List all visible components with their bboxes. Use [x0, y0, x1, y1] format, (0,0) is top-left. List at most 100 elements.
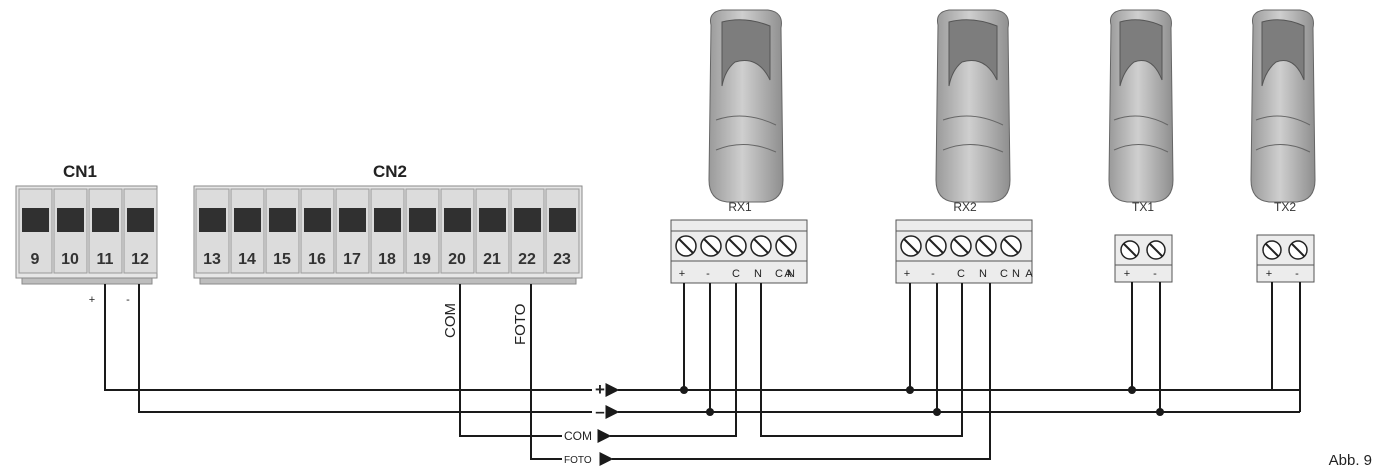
cn1-cell: 10 [53, 188, 88, 274]
com-wire-from-rx1 [597, 283, 737, 443]
screw-icon [1000, 235, 1022, 257]
cn1-cell: 12 [123, 188, 158, 274]
rx2-label: RX2 [953, 200, 977, 214]
foto-wire-from-rx2 [599, 283, 991, 466]
cn1-terminal-number: 9 [31, 251, 40, 268]
screw-icon [925, 235, 947, 257]
screw-icon [700, 235, 722, 257]
screw-icon [675, 235, 697, 257]
foto-wire-from-cn2 [530, 284, 562, 460]
cn2-terminal-number: 13 [203, 251, 221, 268]
rx1-terminal-label: N [754, 268, 762, 280]
tx2-terminal-label: + [1266, 268, 1272, 280]
com-wire-from-cn2 [459, 284, 562, 437]
rx1-terminal-label-extra: A [784, 268, 792, 280]
screw-icon [950, 235, 972, 257]
cn2-terminal-number: 17 [343, 251, 361, 268]
screw-icon [775, 235, 797, 257]
screw-icon [1120, 240, 1140, 260]
junction-dot [933, 408, 941, 416]
cn2-terminal-number: 18 [378, 251, 396, 268]
cn2-terminal-number: 16 [308, 251, 326, 268]
cn2-terminal-number: 21 [483, 251, 501, 268]
cn2-cell: 15 [265, 188, 300, 274]
photocell-rx2-body [935, 9, 1011, 203]
tx2-terminal-label: - [1295, 268, 1299, 280]
minus-bus-label: – [595, 402, 604, 421]
screw-icon [1262, 240, 1282, 260]
rx1-terminal-label: C [732, 268, 740, 280]
cn1-cell: 11 [88, 188, 123, 274]
cn2-terminal-number: 14 [238, 251, 256, 268]
figure-caption: Abb. 9 [1328, 452, 1372, 469]
rx1-terminal-block: + - C N C N A [670, 219, 808, 284]
plus-bus-label: + [595, 380, 605, 399]
tx2-label: TX2 [1274, 200, 1296, 214]
cn2-terminal-number: 15 [273, 251, 291, 268]
cn2-terminal-number: 19 [413, 251, 431, 268]
rx2-terminal-label: - [931, 268, 935, 280]
cn2-terminal-number: 23 [553, 251, 571, 268]
cn1-terminal-block: CN1 9 10 11 12 [15, 162, 158, 285]
cn2-cell: 20 [440, 188, 475, 274]
cn2-cell: 21 [475, 188, 510, 274]
foto-bus-label: FOTO [564, 455, 592, 466]
tx2-terminal-block: + - [1256, 234, 1315, 283]
rx1-rx2-link-wire [760, 283, 963, 437]
cn2-cell: 22 [510, 188, 545, 274]
cn2-cell: 14 [230, 188, 265, 274]
screw-icon [725, 235, 747, 257]
cn2-terminal-number: 22 [518, 251, 536, 268]
rx1-terminal-label: N [787, 268, 795, 280]
rx2-terminal-label: + [904, 268, 910, 280]
cn1-cell: 9 [18, 188, 53, 274]
cn2-cell: 18 [370, 188, 405, 274]
cn1-terminal-number: 11 [97, 251, 114, 268]
rx2-terminal-label: A [1025, 268, 1033, 280]
junction-dot [1156, 408, 1164, 416]
wiring [104, 282, 1301, 466]
rx1-terminal-label: C [775, 268, 783, 280]
screw-icon [750, 235, 772, 257]
cn2-terminal-block: CN2 13 14 15 16 17 18 19 20 21 22 23 [193, 162, 583, 285]
tx1-terminal-label: - [1153, 268, 1157, 280]
rx2-terminal-label: N [1012, 268, 1020, 280]
screw-icon [975, 235, 997, 257]
junction-dot [680, 386, 688, 394]
rx2-terminal-block: + - C N C N A [895, 219, 1033, 284]
cn2-cell: 19 [405, 188, 440, 274]
rx2-terminal-label: N [979, 268, 987, 280]
tx1-label: TX1 [1132, 200, 1154, 214]
junction-dot [906, 386, 914, 394]
tx1-terminal-block: + - [1114, 234, 1173, 283]
cn1-label: CN1 [63, 162, 97, 181]
screw-icon [1288, 240, 1308, 260]
cn1-terminal-number: 10 [61, 251, 79, 268]
rx1-terminal-label: - [706, 268, 710, 280]
rx1-label: RX1 [728, 200, 752, 214]
cn1-terminal-number: 12 [131, 251, 149, 268]
rx2-terminal-label: C [957, 268, 965, 280]
plus-wire-from-cn1 [104, 284, 592, 391]
cn1-plus-marking: + [89, 294, 95, 306]
minus-wire-from-cn1 [138, 284, 592, 413]
tx1-terminal-label: + [1124, 268, 1130, 280]
cn2-label: CN2 [373, 162, 407, 181]
com-terminal-marking: COM [442, 303, 459, 338]
junction-dot [706, 408, 714, 416]
rx1-terminal-label: + [679, 268, 685, 280]
cn2-cell: 23 [545, 188, 580, 274]
cn2-terminal-number: 20 [448, 251, 466, 268]
screw-icon [900, 235, 922, 257]
cn2-cell: 17 [335, 188, 370, 274]
cn1-minus-marking: - [126, 294, 130, 306]
rx2-terminal-label: C [1000, 268, 1008, 280]
foto-terminal-marking: FOTO [512, 304, 529, 345]
cn2-cell: 13 [195, 188, 230, 274]
cn2-cell: 16 [300, 188, 335, 274]
junction-dot [1128, 386, 1136, 394]
photocell-tx2-body [1250, 9, 1316, 203]
screw-icon [1146, 240, 1166, 260]
photocell-rx1-body [708, 9, 784, 203]
